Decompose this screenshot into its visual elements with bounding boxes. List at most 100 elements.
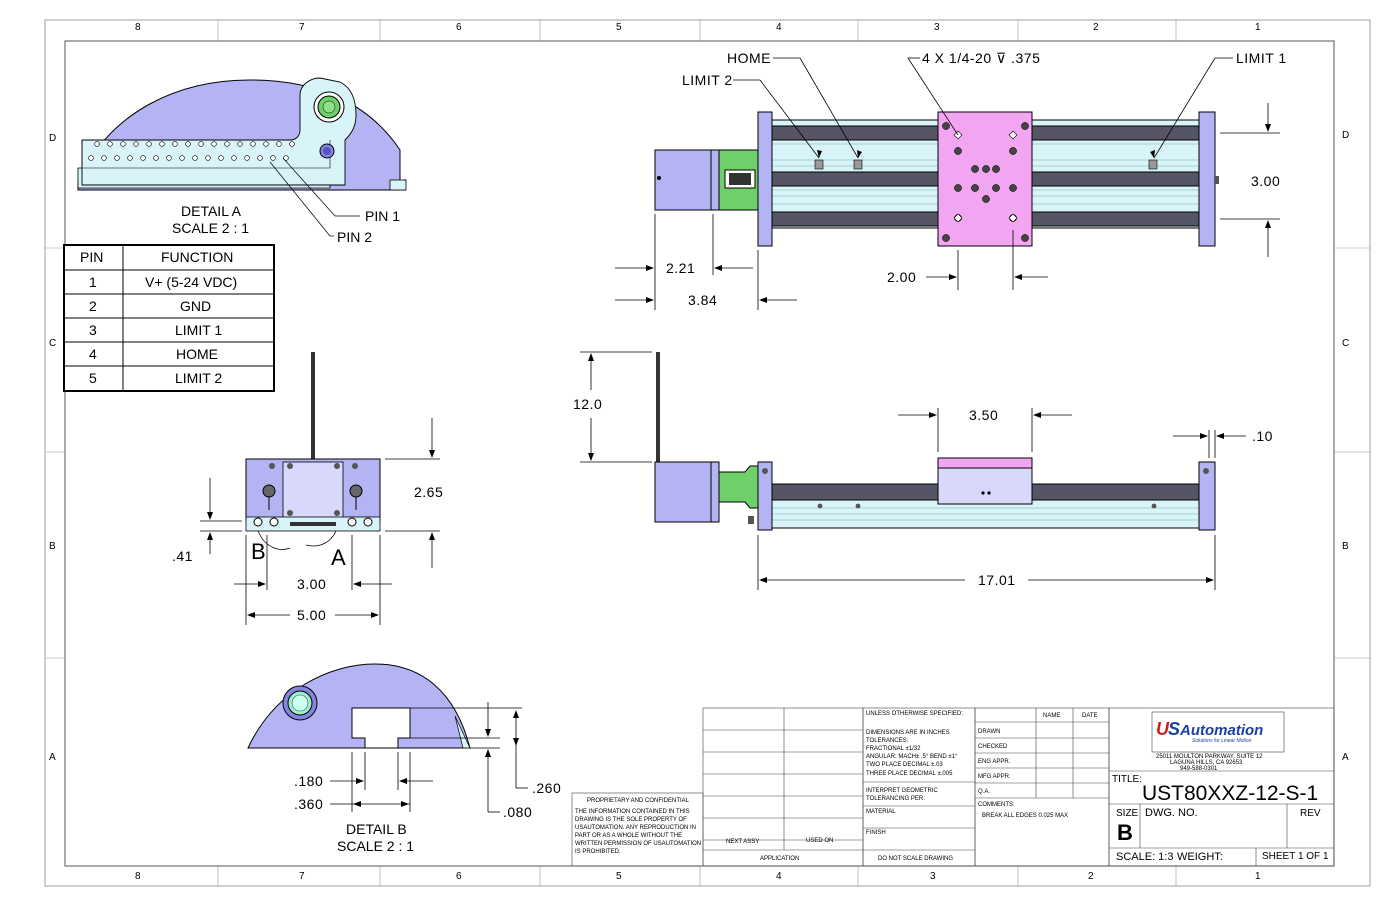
end-view-label-b: B [251,539,266,564]
title-label: TITLE: [1112,774,1142,785]
pin-table-cell: V+ (5-24 VDC) [145,274,237,290]
dim-motor-overall: 3.84 [688,292,717,308]
holes-callout: 4 X 1/4-20 ⊽ .375 [922,50,1040,66]
logo-tagline: Solutions for Linear Motion [1192,738,1252,744]
interpret-label: TOLERANCING PER: [866,796,925,802]
connector-pin-hole [107,141,113,147]
zone-row-left: C [49,338,56,349]
comments-label: COMMENTS: [978,802,1015,808]
logo-letter-u: U [1156,719,1170,739]
side-view: 12.0 3.50 .10 17.01 [573,351,1272,590]
sheet-size: B [1117,820,1133,845]
pin2-callout: PIN 2 [337,229,372,245]
zone-col-bottom: 2 [1088,871,1094,882]
carriage-hole [971,184,979,192]
proprietary-text: DRAWING IS THE SOLE PROPERTY OF [575,817,687,823]
interpret-label: INTERPRET GEOMETRIC [866,788,939,794]
carriage-hole [971,165,979,173]
dim-rail-spacing: 3.00 [1251,173,1280,189]
pin-table-cell: 1 [89,274,97,290]
connector-pin-hole [114,155,120,161]
tolerance-line: TWO PLACE DECIMAL ±.03 [866,762,943,768]
connector-pin-hole [179,155,185,161]
weight-label: WEIGHT: [1177,851,1223,863]
carriage-hole [942,234,950,242]
pin-table-cell: HOME [176,346,218,362]
finish-label: FINISH [866,830,886,836]
zone-col-top: 7 [299,22,305,33]
connector-pin-hole [198,141,204,147]
role-checked: CHECKED [978,744,1008,750]
zone-row-right: C [1342,338,1349,349]
carriage-mounting-holes [942,122,1029,242]
connector-pin-hole [88,155,94,161]
connector-pin-hole [120,141,126,147]
dwg-no-label: DWG. NO. [1145,807,1198,819]
connector-pin-hole [218,155,224,161]
zone-col-top: 5 [616,22,622,33]
do-not-scale: DO NOT SCALE DRAWING [878,856,953,862]
connector-pin-hole [159,141,165,147]
connector-pin-hole [211,141,217,147]
pin-table-cell: 4 [89,346,97,362]
connector-pin-hole [276,141,282,147]
zone-col-bottom: 7 [299,871,305,882]
zone-labels: 8 7 6 5 4 3 2 1 8 7 6 5 4 3 2 1 D C B A … [49,22,1349,882]
pin-table-cell: GND [180,298,211,314]
zone-col-bottom: 8 [135,871,141,882]
dim-carriage-length: 3.50 [969,407,998,423]
dim-slot-depth: .260 [532,780,561,796]
zone-col-bottom: 1 [1255,871,1261,882]
home-callout: HOME [727,50,771,66]
dim-end-slot-spacing: 3.00 [297,576,326,592]
size-label: SIZE [1116,808,1139,819]
carriage-hole [954,184,962,192]
tolerance-line: THREE PLACE DECIMAL ±.005 [866,771,953,777]
zone-col-top: 3 [934,22,940,33]
company-address: LAGUNA HILLS, CA 92653 [1170,760,1243,766]
detail-b-view: .180 .360 .260 .080 DETAIL B SCALE 2 : 1 [247,663,561,854]
carriage-hole [982,195,990,203]
connector-pin-hole [153,155,159,161]
connector-pin-hole [270,155,276,161]
used-on-label: USED ON [806,838,833,844]
connector-pin-hole [263,141,269,147]
company-address: 25011 MOULTON PARKWAY, SUITE 12 [1156,754,1263,760]
carriage-hole [1009,184,1017,192]
rev-label: REV [1300,808,1321,819]
connector-pin-hole [140,155,146,161]
role-drawn: DRAWN [978,729,1000,735]
carriage-hole [992,184,1000,192]
dim-hole-spacing: 2.00 [887,269,916,285]
pin-table-cell: LIMIT 2 [175,370,222,386]
tapped-hole-marker [1008,213,1018,223]
logo-wordmark: Automation [1179,722,1263,739]
application-label: APPLICATION [760,856,799,862]
connector-pin-hole [244,155,250,161]
zone-row-left: B [49,541,56,552]
detail-b-scale: SCALE 2 : 1 [337,838,414,854]
connector-pin-hole [101,155,107,161]
connector-pin-hole [283,155,289,161]
connector-pin-hole [94,141,100,147]
pin-table-cell: 5 [89,370,97,386]
tolerance-line: TOLERANCES: [866,738,909,744]
connector-pin-hole [224,141,230,147]
proprietary-text: THE INFORMATION CONTAINED IN THIS [575,809,690,815]
sheet-number: SHEET 1 OF 1 [1262,851,1329,862]
proprietary-text: PART OR AS A WHOLE WITHOUT THE [575,833,682,839]
zone-col-top: 4 [776,22,782,33]
carriage-hole [1021,234,1029,242]
proprietary-text: IS PROHIBITED. [575,849,621,855]
comments-text: BREAK ALL EDGES 0.025 MAX [982,813,1068,819]
connector-pin-hole [257,155,263,161]
zone-row-right: A [1342,752,1349,763]
zone-col-bottom: 6 [456,871,462,882]
limit1-callout: LIMIT 1 [1236,50,1287,66]
carriage-hole [982,165,990,173]
carriage-hole [1009,147,1017,155]
tapped-hole-marker [1008,130,1018,140]
logo-letter-s: S [1168,719,1180,739]
connector-pin-hole [205,155,211,161]
top-view: HOME LIMIT 2 LIMIT 1 4 X 1/4-20 ⊽ .375 3… [615,50,1287,310]
